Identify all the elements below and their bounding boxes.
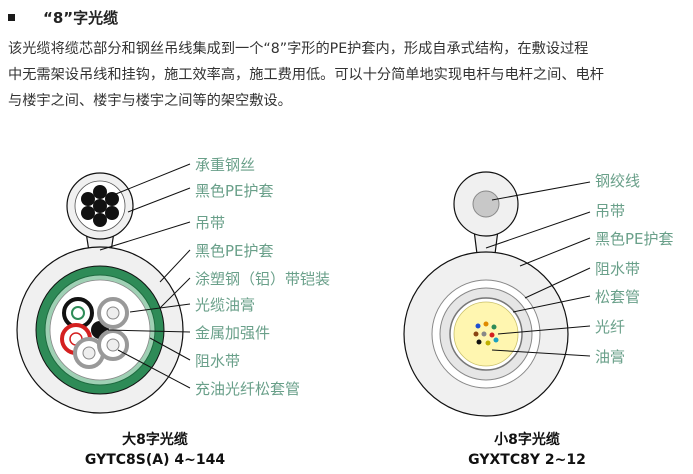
small-cable-caption: 小8字光缆 GYXTC8Y 2~12 xyxy=(432,430,622,470)
label-armor: 涂塑钢（铝）带铠装 xyxy=(195,270,330,288)
label-water-blocking: 阻水带 xyxy=(195,352,240,370)
label-stranded-wire: 钢绞线 xyxy=(595,172,640,190)
fibers xyxy=(473,321,499,346)
bullet-icon xyxy=(8,13,15,21)
steel-wires xyxy=(81,185,119,227)
large-cable-caption: 大8字光缆 GYTC8S(A) 4~144 xyxy=(60,430,250,470)
large-cable-name: 大8字光缆 xyxy=(122,432,188,448)
paragraph-line-2: 中无需架设吊线和挂钩，施工效率高，施工费用低。可以十分简单地实现电杆与电杆之间、… xyxy=(8,67,604,83)
small-cable-model: GYXTC8Y 2~12 xyxy=(468,452,586,468)
large-cable-illustration xyxy=(16,163,191,414)
small-cable-labels: 钢绞线 吊带 黑色PE护套 阻水带 松套管 光纤 油膏 xyxy=(595,172,674,366)
large-cable-labels: 承重钢丝 黑色PE护套 吊带 黑色PE护套 涂塑钢（铝）带铠装 光缆油膏 金属加… xyxy=(195,156,330,398)
label-messenger-wire: 承重钢丝 xyxy=(195,156,255,174)
small-cable-name: 小8字光缆 xyxy=(494,432,560,448)
label-strength-member: 金属加强件 xyxy=(195,324,270,342)
description-paragraph: 该光缆将缆芯部分和钢丝吊线集成到一个“8”字形的PE护套内，形成自承式结构，在敷… xyxy=(8,36,688,114)
heading-text: “8”字光缆 xyxy=(43,8,119,27)
label-loose-tube: 充油光纤松套管 xyxy=(195,380,300,398)
label-black-pe-1: 黑色PE护套 xyxy=(195,182,274,200)
label-fiber: 光纤 xyxy=(595,318,625,336)
loose-tubes xyxy=(60,297,129,369)
section-heading: “8”字光缆 xyxy=(8,6,118,28)
label-loose-tube-small: 松套管 xyxy=(595,288,640,306)
label-neck-small: 吊带 xyxy=(595,202,625,220)
label-neck: 吊带 xyxy=(195,214,225,232)
small-cable-illustration xyxy=(403,171,591,417)
label-water-blocking-small: 阻水带 xyxy=(595,260,640,278)
stranded-wire xyxy=(472,190,500,218)
label-gel: 油膏 xyxy=(595,348,625,366)
paragraph-line-1: 该光缆将缆芯部分和钢丝吊线集成到一个“8”字形的PE护套内，形成自承式结构，在敷… xyxy=(8,41,589,57)
label-cable-gel: 光缆油膏 xyxy=(195,296,255,314)
large-cable-model: GYTC8S(A) 4~144 xyxy=(84,452,226,468)
cable-diagrams: 承重钢丝 黑色PE护套 吊带 黑色PE护套 涂塑钢（铝）带铠装 光缆油膏 金属加… xyxy=(16,156,674,417)
label-black-pe-2: 黑色PE护套 xyxy=(195,242,274,260)
paragraph-line-3: 与楼宇之间、楼宇与楼宇之间等的架空敷设。 xyxy=(8,93,292,109)
label-black-pe-small: 黑色PE护套 xyxy=(595,230,674,248)
